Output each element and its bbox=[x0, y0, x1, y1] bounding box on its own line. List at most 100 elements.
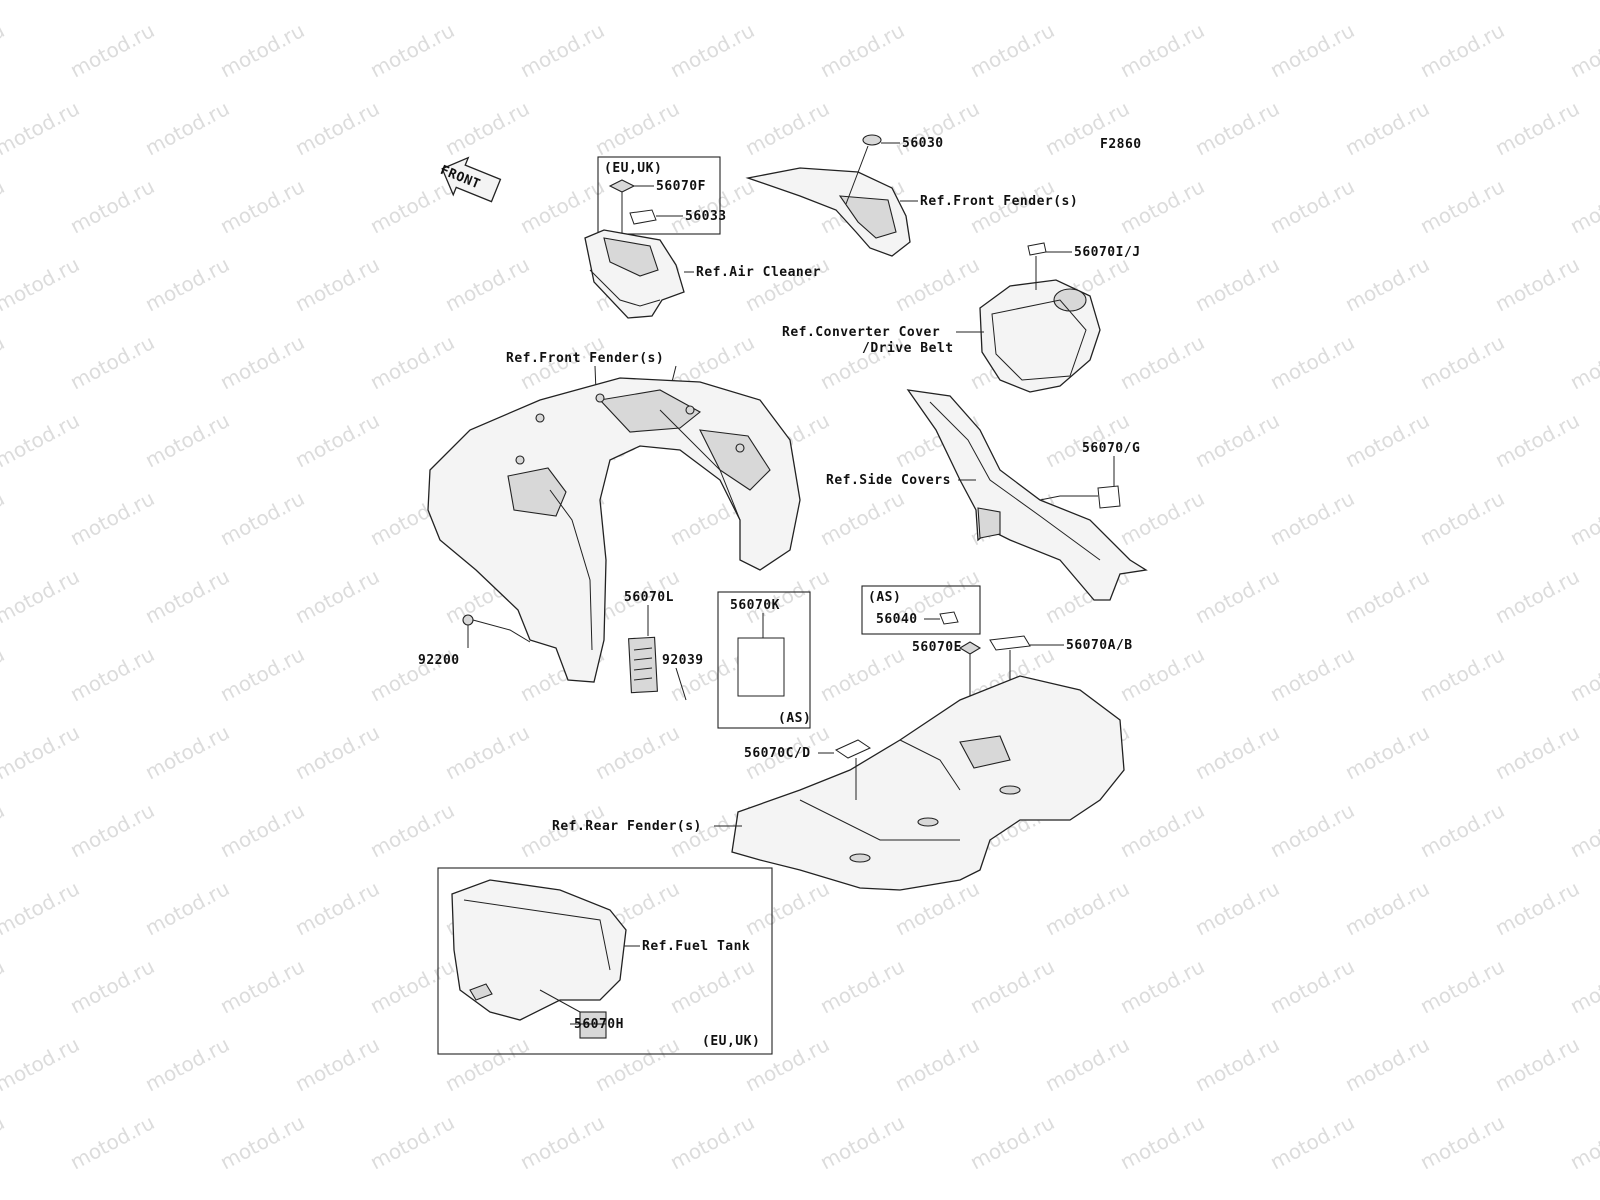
watermark-text: motod.ru bbox=[1266, 486, 1358, 550]
watermark-text: motod.ru bbox=[1116, 798, 1208, 862]
watermark-text: motod.ru bbox=[1191, 96, 1283, 160]
watermark-text: motod.ru bbox=[741, 0, 833, 4]
watermark-text: motod.ru bbox=[366, 174, 458, 238]
watermark-text: motod.ru bbox=[891, 0, 983, 4]
watermark-text: motod.ru bbox=[1116, 174, 1208, 238]
watermark-text: motod.ru bbox=[1266, 1110, 1358, 1174]
watermark-text: motod.ru bbox=[1566, 1110, 1600, 1174]
watermark-text: motod.ru bbox=[516, 174, 608, 238]
watermark-text: motod.ru bbox=[1041, 1032, 1133, 1096]
eu-uk-box-fuel-tank bbox=[437, 867, 773, 1055]
watermark-text: motod.ru bbox=[0, 0, 83, 4]
label-56070E-icon bbox=[958, 641, 982, 655]
watermark-text: motod.ru bbox=[0, 876, 83, 940]
watermark-text: motod.ru bbox=[366, 954, 458, 1018]
watermark-text: motod.ru bbox=[891, 1032, 983, 1096]
watermark-text: motod.ru bbox=[141, 96, 233, 160]
watermark-text: motod.ru bbox=[216, 18, 308, 82]
watermark-text: motod.ru bbox=[1491, 564, 1583, 628]
watermark-text: motod.ru bbox=[891, 252, 983, 316]
part-92200-clip bbox=[462, 614, 474, 626]
eu-uk-box-top bbox=[597, 156, 721, 235]
watermark-text: motod.ru bbox=[66, 1110, 158, 1174]
watermark-text: motod.ru bbox=[1416, 486, 1508, 550]
watermark-text: motod.ru bbox=[1341, 252, 1433, 316]
watermark-text: motod.ru bbox=[441, 1032, 533, 1096]
watermark-text: motod.ru bbox=[1491, 0, 1583, 4]
watermark-text: motod.ru bbox=[0, 330, 8, 394]
watermark-text: motod.ru bbox=[366, 798, 458, 862]
ref-front-fender-top-label: Ref.Front Fender(s) bbox=[920, 194, 1078, 209]
as-box-56040 bbox=[861, 585, 981, 635]
watermark-text: motod.ru bbox=[291, 252, 383, 316]
part-92039-label: 92039 bbox=[662, 653, 704, 668]
watermark-text: motod.ru bbox=[816, 18, 908, 82]
front-fender-main-part bbox=[427, 377, 801, 683]
watermark-text: motod.ru bbox=[0, 1032, 83, 1096]
watermark-text: motod.ru bbox=[141, 1032, 233, 1096]
watermark-text: motod.ru bbox=[1116, 486, 1208, 550]
watermark-text: motod.ru bbox=[1416, 642, 1508, 706]
part-56070F-label: 56070F bbox=[656, 179, 706, 194]
watermark-text: motod.ru bbox=[1491, 408, 1583, 472]
watermark-text: motod.ru bbox=[1491, 876, 1583, 940]
watermark-text: motod.ru bbox=[1566, 174, 1600, 238]
watermark-text: motod.ru bbox=[366, 1110, 458, 1174]
label-56070L-icon bbox=[628, 636, 658, 694]
watermark-text: motod.ru bbox=[0, 486, 8, 550]
watermark-text: motod.ru bbox=[441, 96, 533, 160]
watermark-text: motod.ru bbox=[0, 174, 8, 238]
part-92200-label: 92200 bbox=[418, 653, 460, 668]
watermark-text: motod.ru bbox=[1191, 0, 1283, 4]
watermark-text: motod.ru bbox=[1266, 642, 1358, 706]
label-56070F-icon bbox=[608, 179, 636, 193]
watermark-text: motod.ru bbox=[1341, 96, 1433, 160]
watermark-text: motod.ru bbox=[291, 876, 383, 940]
part-56070E-label: 56070E bbox=[912, 640, 962, 655]
label-56040-icon bbox=[939, 611, 959, 625]
watermark-text: motod.ru bbox=[1566, 18, 1600, 82]
label-56070AB-icon bbox=[989, 635, 1031, 651]
watermark-text: motod.ru bbox=[1341, 720, 1433, 784]
ref-front-fender-main-label: Ref.Front Fender(s) bbox=[506, 351, 664, 366]
watermark-text: motod.ru bbox=[1416, 954, 1508, 1018]
watermark-text: motod.ru bbox=[591, 0, 683, 4]
label-56070CD-icon bbox=[834, 739, 872, 759]
watermark-text: motod.ru bbox=[1566, 486, 1600, 550]
watermark-text: motod.ru bbox=[0, 798, 8, 862]
watermark-text: motod.ru bbox=[66, 642, 158, 706]
watermark-text: motod.ru bbox=[1116, 330, 1208, 394]
watermark-text: motod.ru bbox=[1191, 720, 1283, 784]
as-box-label: (AS) bbox=[868, 590, 901, 605]
watermark-text: motod.ru bbox=[1341, 876, 1433, 940]
watermark-text: motod.ru bbox=[1116, 1110, 1208, 1174]
watermark-text: motod.ru bbox=[66, 798, 158, 862]
watermark-text: motod.ru bbox=[66, 486, 158, 550]
watermark-text: motod.ru bbox=[1416, 1110, 1508, 1174]
watermark-text: motod.ru bbox=[516, 1110, 608, 1174]
side-cover-part bbox=[906, 389, 1148, 601]
label-56070IJ-icon bbox=[1027, 242, 1047, 256]
watermark-text: motod.ru bbox=[0, 18, 8, 82]
part-92039-icon bbox=[675, 667, 687, 701]
watermark-text: motod.ru bbox=[966, 18, 1058, 82]
watermark-text: motod.ru bbox=[216, 174, 308, 238]
part-56033-label: 56033 bbox=[685, 209, 727, 224]
watermark-text: motod.ru bbox=[1491, 720, 1583, 784]
part-56070AB-label: 56070A/B bbox=[1066, 638, 1133, 653]
watermark-text: motod.ru bbox=[1191, 408, 1283, 472]
watermark-text: motod.ru bbox=[0, 1110, 8, 1174]
watermark-text: motod.ru bbox=[1566, 330, 1600, 394]
part-56070K-label: 56070K bbox=[730, 598, 780, 613]
watermark-text: motod.ru bbox=[1341, 408, 1433, 472]
watermark-text: motod.ru bbox=[1191, 1032, 1283, 1096]
ref-drive-belt-label: /Drive Belt bbox=[862, 341, 954, 356]
watermark-text: motod.ru bbox=[966, 1110, 1058, 1174]
part-56070IJ-label: 56070I/J bbox=[1074, 245, 1141, 260]
label-56070G-icon bbox=[1097, 485, 1121, 509]
watermark-text: motod.ru bbox=[1266, 18, 1358, 82]
watermark-text: motod.ru bbox=[1116, 18, 1208, 82]
watermark-text: motod.ru bbox=[1566, 642, 1600, 706]
watermark-text: motod.ru bbox=[216, 330, 308, 394]
front-fender-upper-part bbox=[745, 167, 911, 257]
